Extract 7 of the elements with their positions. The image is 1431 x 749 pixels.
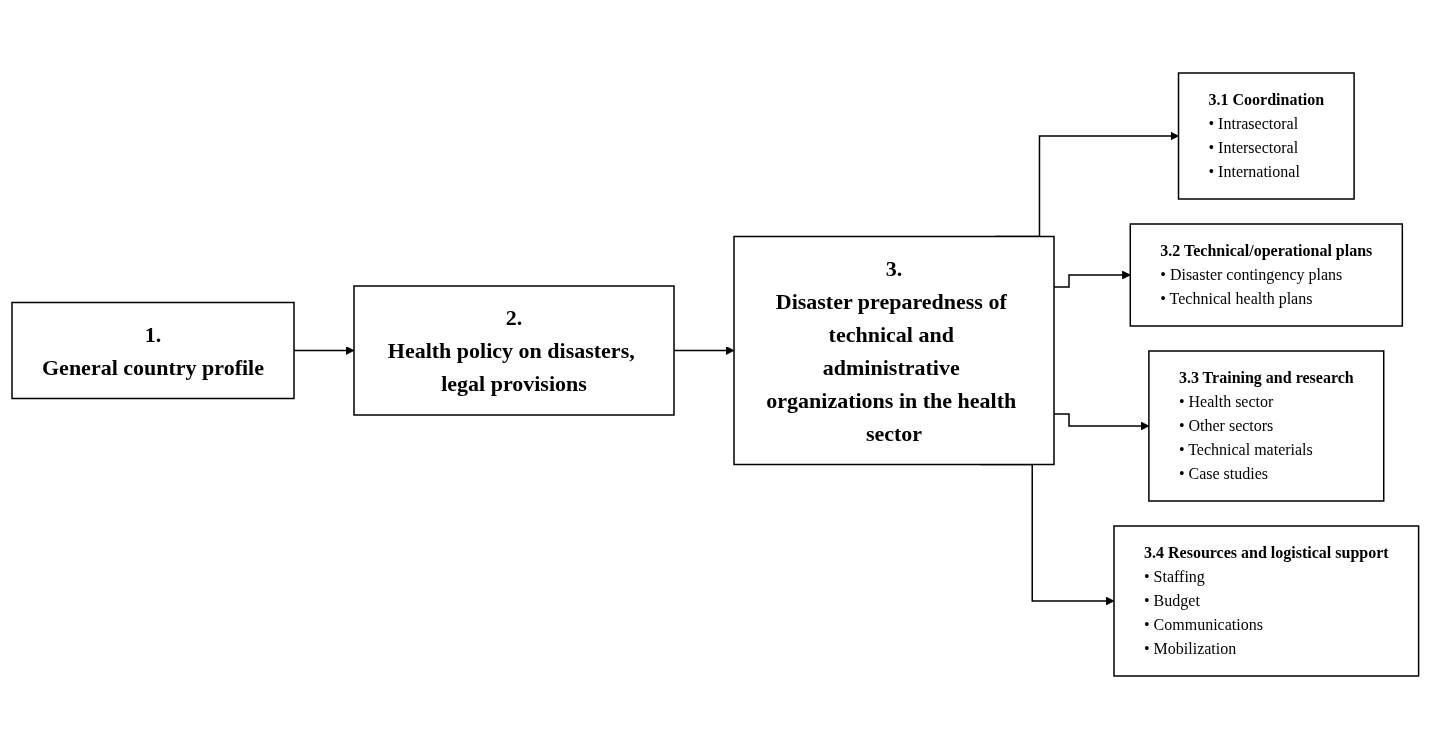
node-box: 3.4 Resources and logistical support • Staffing • Budget • Communications • Mobilization [1113,525,1420,677]
node-box: 3.3 Training and research • Health sector • Other sectors • Technical materials • Case studies [1148,350,1385,502]
node-box: 1. General country profile [11,301,295,400]
node-box: 2. Health policy on disasters, legal provisions [353,285,675,416]
node-box: 3.1 Coordination • Intrasectoral • Intersectoral • International [1177,72,1356,200]
node-box: 3. Disaster preparedness of technical and administrative organizations in the health sector [733,235,1055,466]
node-box: 3.2 Technical/operational plans • Disaster contingency plans • Technical health plans [1129,223,1404,327]
